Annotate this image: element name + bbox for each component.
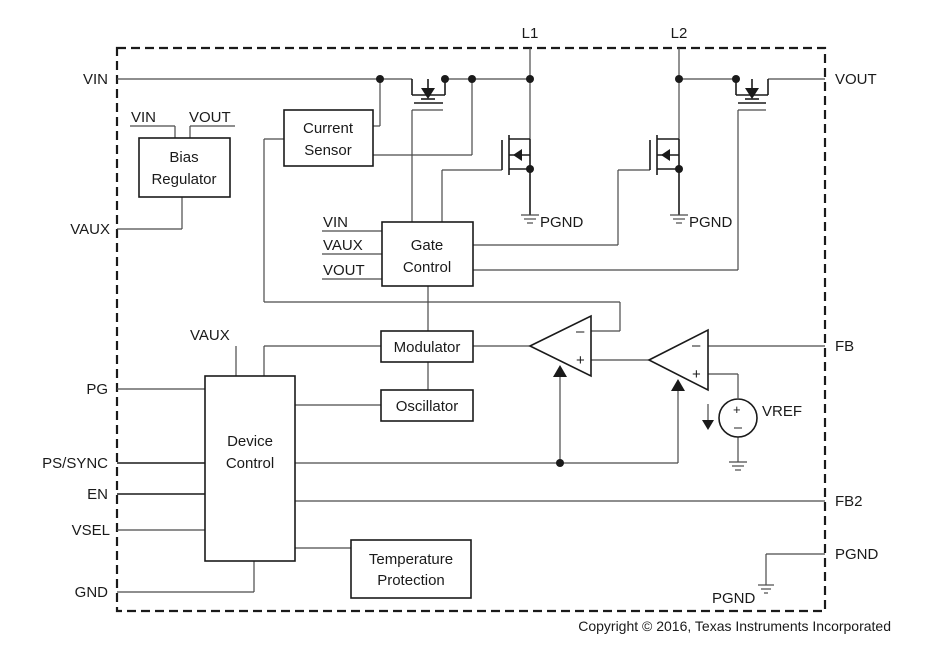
pin-pgnd: PGND (835, 546, 879, 563)
pgnd-low-side-2-label: PGND (689, 214, 733, 231)
junction-dots (376, 75, 740, 467)
pin-ps-sync: PS/SYNC (42, 455, 108, 472)
gate-control-box (381, 221, 474, 287)
low-side-nmos-1 (501, 135, 539, 224)
device-vaux-label: VAUX (190, 327, 230, 344)
bias-vin-label: VIN (131, 109, 156, 126)
ic-boundary (115, 46, 827, 613)
comparator-plus: + (576, 352, 585, 369)
bias-regulator-line1: Bias (169, 149, 198, 166)
gate-control-line1: Gate (411, 237, 444, 254)
pgnd-internal-label: PGND (712, 590, 756, 607)
current-sensor-box (283, 109, 374, 167)
error-amp-minus: – (692, 337, 701, 354)
wiring (117, 48, 825, 594)
gate-vout-label: VOUT (323, 262, 365, 279)
low-side-nmos-2 (649, 135, 688, 224)
pin-vsel: VSEL (72, 522, 110, 539)
device-control-line2: Control (226, 455, 274, 472)
pin-vaux: VAUX (70, 221, 110, 238)
high-side-pmos-1 (411, 79, 446, 104)
device-control-box (204, 375, 296, 562)
pin-vin: VIN (83, 71, 108, 88)
device-control-line1: Device (227, 433, 273, 450)
error-amplifier: – + (647, 328, 709, 392)
pin-fb2: FB2 (835, 493, 863, 510)
pin-gnd: GND (75, 584, 109, 601)
modulator-label: Modulator (394, 339, 461, 356)
pgnd-low-side-1-label: PGND (540, 214, 584, 231)
copyright: Copyright © 2016, Texas Instruments Inco… (578, 618, 891, 634)
vref-source: + (702, 398, 758, 471)
pin-en: EN (87, 486, 108, 503)
high-side-pmos-2 (735, 79, 769, 104)
pwm-comparator: – + (528, 314, 592, 378)
pin-l2: L2 (671, 25, 688, 42)
pin-pg: PG (86, 381, 108, 398)
gate-vin-label: VIN (323, 214, 348, 231)
oscillator-label: Oscillator (396, 398, 459, 415)
gate-vaux-label: VAUX (323, 237, 363, 254)
modulator-box (380, 330, 474, 363)
pin-l1: L1 (522, 25, 539, 42)
vref-label: VREF (762, 403, 802, 420)
current-sensor-line1: Current (303, 120, 354, 137)
pin-vout: VOUT (835, 71, 877, 88)
temperature-protection-box (350, 539, 472, 599)
temperature-protection-line1: Temperature (369, 551, 453, 568)
current-sensor-line2: Sensor (304, 142, 352, 159)
temperature-protection-line2: Protection (377, 572, 445, 589)
bias-vout-label: VOUT (189, 109, 231, 126)
pin-fb: FB (835, 338, 854, 355)
gate-control-line2: Control (403, 259, 451, 276)
oscillator-box (380, 389, 474, 422)
bias-regulator-box (138, 137, 231, 198)
comparator-minus: – (576, 323, 585, 340)
svg-text:+: + (733, 402, 741, 417)
error-amp-plus: + (692, 366, 701, 383)
bias-regulator-line2: Regulator (151, 171, 216, 188)
